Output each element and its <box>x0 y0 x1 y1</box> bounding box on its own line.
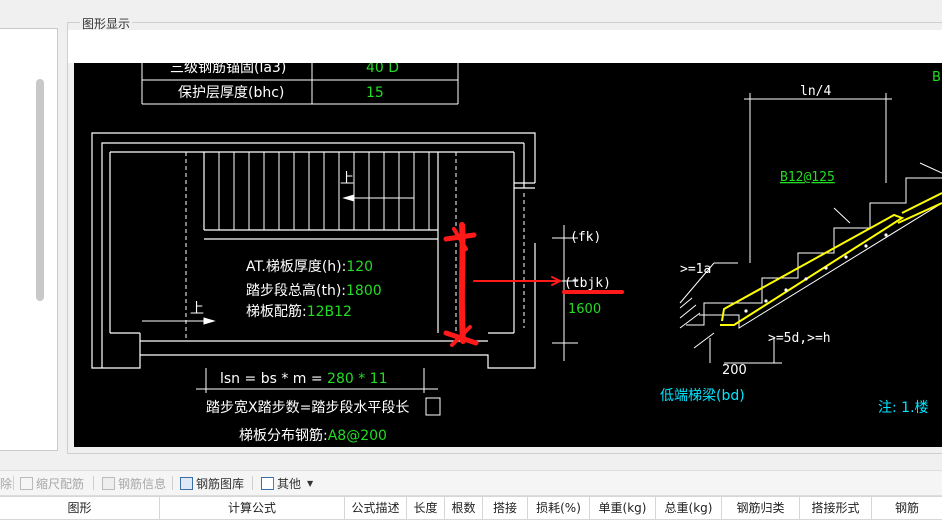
column-formula[interactable]: 计算公式 <box>160 497 345 520</box>
fk-label: (fk) <box>570 230 601 245</box>
toolbar-separator <box>13 476 14 490</box>
up-label-top: 上 <box>340 171 354 187</box>
left-panel-scrollbar[interactable] <box>36 79 44 301</box>
beam-label: 低端梯梁(bd) <box>660 388 745 404</box>
column-rebar-category[interactable]: 钢筋归类 <box>722 497 800 520</box>
rebar-toolbar: 除 缩尺配筋 钢筋信息 钢筋图库 其他 ▼ <box>0 470 942 496</box>
rebar-library-icon <box>180 477 193 490</box>
lsn-dimension <box>196 368 438 393</box>
column-loss[interactable]: 损耗(%) <box>528 497 590 520</box>
delete-button[interactable]: 除 <box>0 475 12 492</box>
up-label-bottom: 上 <box>190 301 204 317</box>
rebar-library-button[interactable]: 钢筋图库 <box>180 475 244 492</box>
column-unit-weight[interactable]: 单重(kg) <box>590 497 656 520</box>
column-count[interactable]: 根数 <box>445 497 483 520</box>
rebar-info-icon <box>102 477 115 490</box>
other-icon <box>261 477 274 490</box>
plan-caption: 踏步宽X踏步数=踏步段水平段长 <box>206 399 409 416</box>
h-label: >=5d,>=h <box>768 331 831 346</box>
lsn-formula: lsn = bs * m = 280 * 11 <box>220 371 387 387</box>
other-dropdown[interactable]: 其他 ▼ <box>261 475 313 492</box>
distribution-label: 梯板分布钢筋:A8@200 <box>239 427 387 444</box>
thickness-label: AT.梯板厚度(h):120 <box>246 259 373 275</box>
rebar-dots <box>744 233 888 313</box>
toolbar-separator <box>93 476 94 490</box>
tbjk-label: (tbjk) <box>564 276 611 291</box>
graphic-display-group <box>67 22 942 454</box>
rebar-table-header: 图形 计算公式 公式描述 长度 根数 搭接 损耗(%) 单重(kg) 总重(kg… <box>0 496 942 522</box>
table-row2-label: 保护层厚度(bhc) <box>178 85 284 101</box>
table-row1-value: 40 D <box>366 63 399 76</box>
toolbar-separator <box>172 476 173 490</box>
b-mark: B <box>932 70 941 85</box>
dim-1600: 1600 <box>568 302 601 317</box>
caption-cursor-box <box>425 397 441 416</box>
column-shape[interactable]: 图形 <box>0 497 160 520</box>
rebar-label: 梯板配筋:12B12 <box>246 303 352 320</box>
column-lap[interactable]: 搭接 <box>483 497 528 520</box>
column-rebar[interactable]: 钢筋 <box>872 497 942 520</box>
table-row1-label: 三级钢筋锚固(la3) <box>170 63 286 76</box>
la-label: >=1a <box>680 262 711 277</box>
red-markup <box>443 222 624 347</box>
scale-rebar-label: 缩尺配筋 <box>36 477 85 491</box>
column-total-weight[interactable]: 总重(kg) <box>656 497 722 520</box>
ln4-label: ln/4 <box>800 84 831 99</box>
scale-rebar-icon <box>20 477 33 490</box>
height-label: 踏步段总高(th):1800 <box>246 282 382 299</box>
column-length[interactable]: 长度 <box>407 497 445 520</box>
rebar-info-button[interactable]: 钢筋信息 <box>102 475 166 492</box>
plan-dashed-lines <box>185 152 525 341</box>
scale-rebar-button[interactable]: 缩尺配筋 <box>20 475 84 492</box>
rebar-info-label: 钢筋信息 <box>118 477 167 491</box>
stair-treads <box>218 152 430 230</box>
direction-arrows <box>142 194 414 325</box>
dim-200: 200 <box>722 363 747 378</box>
stair-plan <box>91 132 536 369</box>
dropdown-arrow-icon: ▼ <box>307 479 314 488</box>
note-label: 注: 1.楼 <box>878 400 929 416</box>
parameter-table <box>141 63 459 105</box>
drawing-header-strip <box>68 30 942 63</box>
stair-section <box>679 93 942 364</box>
delete-label: 除 <box>0 477 13 491</box>
rebar-library-label: 钢筋图库 <box>196 477 245 491</box>
left-panel <box>0 28 58 451</box>
graphic-display-title: 图形显示 <box>80 15 133 32</box>
rebar-top-label: B12@125 <box>780 170 835 185</box>
column-formula-desc[interactable]: 公式描述 <box>345 497 407 520</box>
column-lap-form[interactable]: 搭接形式 <box>800 497 872 520</box>
other-label: 其他 <box>277 477 302 491</box>
cad-drawing-canvas[interactable]: 三级钢筋锚固(la3) 40 D 保护层厚度(bhc) 15 <box>74 63 942 447</box>
table-row2-value: 15 <box>366 85 384 101</box>
section-rebar <box>720 192 942 326</box>
toolbar-separator <box>252 476 253 490</box>
section-hatch <box>679 297 715 349</box>
